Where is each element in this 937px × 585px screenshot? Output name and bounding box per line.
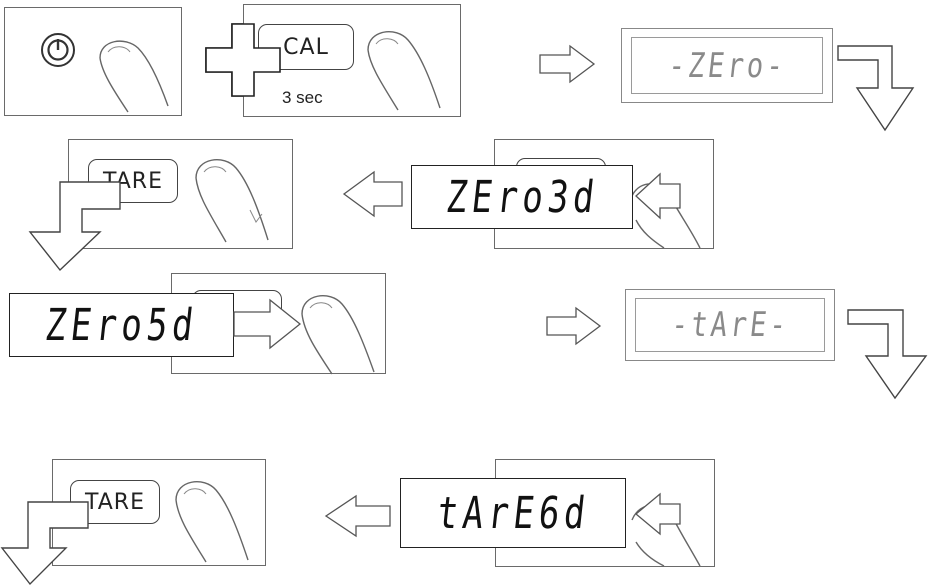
tare-6d-display: tArE6d [400, 478, 626, 548]
tare-key-label-3: TARE [85, 489, 145, 515]
zero-3d-display: ZEro3d [411, 165, 633, 229]
power-key-panel [4, 7, 182, 116]
zero-5d-display: ZEro5d [9, 293, 234, 357]
zero-prompt-display: -ZEro- [621, 28, 833, 103]
cal-key-label: CAL [283, 34, 329, 60]
tare-prompt-display: -tArE- [625, 289, 835, 361]
hold-time-caption: 3 sec [282, 88, 323, 107]
